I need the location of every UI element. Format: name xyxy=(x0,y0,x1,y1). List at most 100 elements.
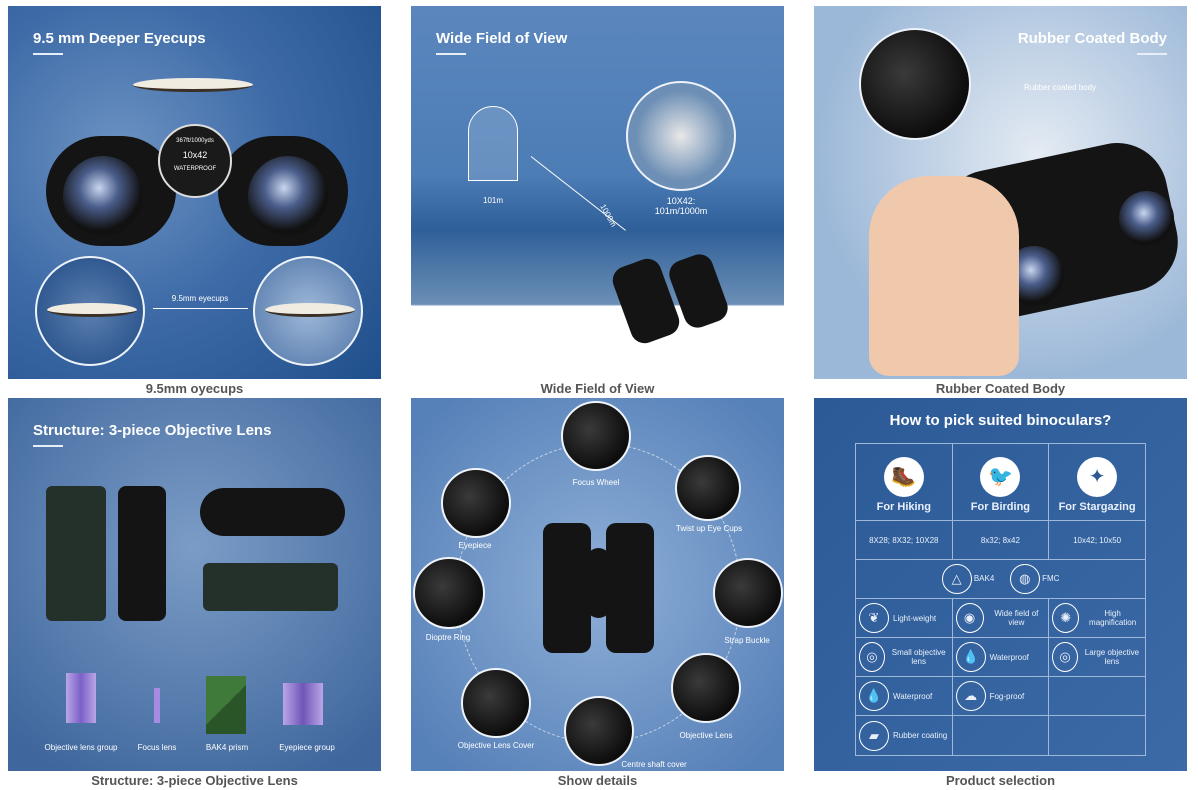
hand-image xyxy=(869,176,1019,376)
feature: ☁Fog-proof xyxy=(953,681,1049,711)
tile-deeper-eyecups[interactable]: 9.5 mm Deeper Eyecups 367ft/1000yds 10x4… xyxy=(8,6,381,379)
water-drop-icon: 💧 xyxy=(859,681,889,711)
focus-wheel-circle xyxy=(561,401,631,471)
focus-lens-image xyxy=(154,688,160,723)
sizes-stargazing: 10x42; 10x50 xyxy=(1048,520,1146,560)
caption: Product selection xyxy=(945,773,1056,788)
optics-row: △ BAK4 ◍ FMC xyxy=(855,559,1146,599)
badge-waterproof: WATERPROOF xyxy=(173,166,217,172)
caption: Structure: 3-piece Objective Lens xyxy=(91,773,298,788)
water-drop-icon: 💧 xyxy=(955,642,986,672)
rubber-texture-circle xyxy=(859,28,971,140)
tile-details[interactable]: Focus Wheel Twist up Eye Cups Eyepiece D… xyxy=(411,398,784,771)
tile-title: Structure: 3-piece Objective Lens xyxy=(33,422,272,439)
rubber-label: Rubber coated body xyxy=(1024,83,1097,92)
lens-cover-circle xyxy=(461,668,531,738)
eyepiece-group-image xyxy=(283,683,323,725)
feature: ✺High magnification xyxy=(1049,603,1145,633)
objective-lens-2 xyxy=(1119,191,1174,246)
detail-label: Objective Lens Cover xyxy=(457,741,535,750)
tile-product-selection[interactable]: How to pick suited binoculars? 🥾For Hiki… xyxy=(814,398,1187,771)
feature: ◎Large objective lens xyxy=(1049,642,1145,672)
detail-label: Eyepiece xyxy=(458,541,492,550)
strap-buckle-circle xyxy=(713,558,783,628)
seagull-image xyxy=(133,78,253,92)
part-label: Focus lens xyxy=(137,743,177,752)
cutaway-barrel xyxy=(46,486,106,621)
spec-label: 10X42:101m/1000m xyxy=(654,196,708,216)
barrel xyxy=(118,486,166,621)
detail-label: Strap Buckle xyxy=(724,636,770,645)
tile-title: Rubber Coated Body xyxy=(1017,30,1167,47)
zoomed-bird-circle xyxy=(626,81,736,191)
use-stargazing: ✦For Stargazing xyxy=(1048,443,1146,521)
after-view-circle xyxy=(253,256,363,366)
feature: 💧Waterproof xyxy=(856,681,952,711)
narrow-view-frame xyxy=(468,106,518,181)
caption: Wide Field of View xyxy=(540,381,655,396)
objective-lens-group-image xyxy=(66,673,96,723)
centre-shaft-circle xyxy=(564,696,634,766)
cutaway-barrel-horizontal xyxy=(203,563,338,611)
tile-structure[interactable]: Structure: 3-piece Objective Lens Object… xyxy=(8,398,381,771)
tile-rubber-body[interactable]: Rubber Coated Body Rubber coated body xyxy=(814,6,1187,379)
tile-title: Wide Field of View xyxy=(436,30,568,47)
coating-icon: ◍ xyxy=(1009,564,1040,594)
arrow-line xyxy=(153,308,248,309)
badge-model: 10x42 xyxy=(182,150,208,160)
title-underline xyxy=(436,53,466,55)
eye-icon: ◉ xyxy=(955,603,984,633)
tile-title: 9.5 mm Deeper Eyecups xyxy=(33,30,206,47)
badge-fov: 367ft/1000yds xyxy=(176,138,214,144)
binocular-bridge xyxy=(586,548,611,618)
feature: 💧Waterproof xyxy=(953,642,1049,672)
title-underline xyxy=(33,53,63,55)
distance-label: 1000m xyxy=(598,202,619,229)
aperture-icon: ✺ xyxy=(1052,603,1080,633)
selection-table: 🥾For Hiking 🐦For Birding ✦For Stargazing… xyxy=(855,443,1146,756)
fmc-label: FMC xyxy=(1042,574,1060,584)
detail-label: Twist up Eye Cups xyxy=(675,524,743,533)
sizes-birding: 8x32; 8x42 xyxy=(951,520,1050,560)
tile-title: How to pick suited binoculars? xyxy=(889,412,1112,429)
bird-icon: 🐦 xyxy=(980,457,1021,497)
part-label: Objective lens group xyxy=(44,743,118,752)
caption: 9.5mm oyecups xyxy=(145,381,244,396)
part-label: BAK4 prism xyxy=(205,743,249,752)
constellation-icon: ✦ xyxy=(1077,457,1118,497)
hiker-icon: 🥾 xyxy=(883,457,924,497)
binocular-right xyxy=(606,523,654,653)
tile-wide-field[interactable]: Wide Field of View 101m 10X42:101m/1000m… xyxy=(411,6,784,379)
eye-cups-circle xyxy=(675,455,741,521)
prism-image xyxy=(206,676,246,734)
focus-wheel-badge: 367ft/1000yds 10x42 WATERPROOF xyxy=(158,124,232,198)
feature: ❦Light-weight xyxy=(856,603,952,633)
barrel-horizontal xyxy=(200,488,345,536)
feature: ▰Rubber coating xyxy=(856,720,952,751)
title-underline xyxy=(33,445,63,447)
detail-label: Focus Wheel xyxy=(572,478,620,487)
detail-label: Objective Lens xyxy=(679,731,733,740)
large-lens-icon: ◎ xyxy=(1052,642,1078,672)
use-hiking: 🥾For Hiking xyxy=(855,443,953,521)
feature: ◎Small objective lens xyxy=(856,642,952,672)
right-eyepiece xyxy=(248,156,328,236)
caption: Rubber Coated Body xyxy=(935,381,1066,396)
cloud-icon: ☁ xyxy=(955,681,986,711)
eyecups-label: 9.5mm eyecups xyxy=(171,294,229,303)
small-lens-icon: ◎ xyxy=(859,642,885,672)
sizes-hiking: 8X28; 8X32; 10X28 xyxy=(855,520,953,560)
binocular-left xyxy=(543,523,591,653)
caption: Show details xyxy=(557,773,638,788)
bak4-label: BAK4 xyxy=(973,574,995,584)
before-view-circle xyxy=(35,256,145,366)
rubber-icon: ▰ xyxy=(859,720,889,751)
detail-label: Centre shaft cover xyxy=(621,760,687,769)
feature: ◉Wide field of view xyxy=(953,603,1049,633)
use-birding: 🐦For Birding xyxy=(951,443,1050,521)
leaf-icon: ❦ xyxy=(859,603,889,633)
eyepiece-circle xyxy=(441,468,511,538)
prism-icon: △ xyxy=(941,564,972,594)
left-eyepiece xyxy=(63,156,143,236)
part-label: Eyepiece group xyxy=(279,743,335,752)
